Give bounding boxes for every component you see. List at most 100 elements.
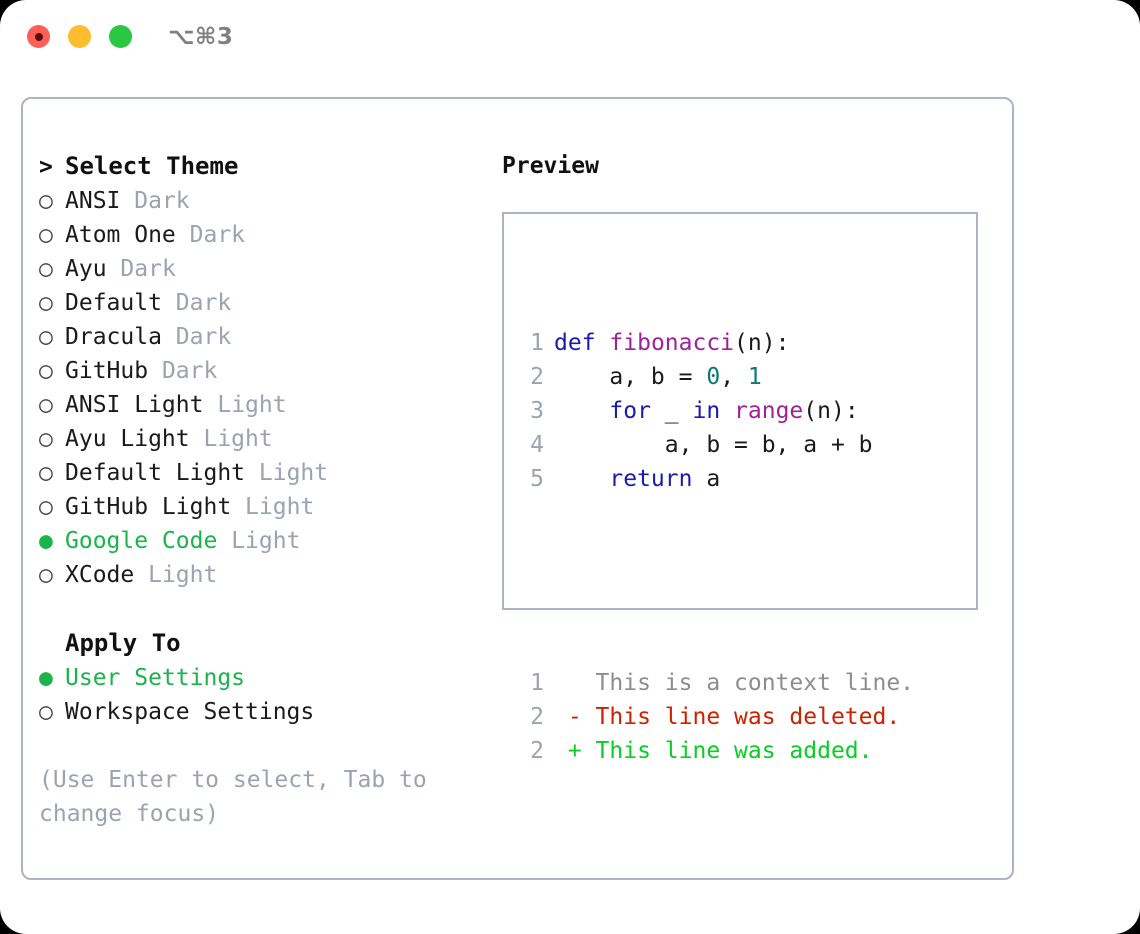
radio-unselected-icon: ○ [39,392,53,418]
theme-picker-heading-label: Select Theme [65,152,239,180]
code-token-num: 1 [747,364,762,390]
label-gap [162,286,176,320]
theme-list-item[interactable]: ○XCode Light [39,558,489,592]
theme-list-item[interactable]: ○ Default Dark [39,286,489,320]
apply-to-heading: ○ Apply To [39,626,489,661]
label-gap [148,354,162,388]
radio-unselected-icon: ○ [39,256,53,282]
radio-unselected-icon: ○ [39,460,53,486]
theme-variant-label: Light [245,494,315,520]
apply-to-label: Workspace Settings [65,699,315,725]
theme-variant-label: Light [203,426,273,452]
apply-to-item[interactable]: ○ Workspace Settings [39,695,489,729]
diff-line-text-del: - This line was deleted. [554,704,901,730]
theme-list-item[interactable]: ○ GitHub Dark [39,354,489,388]
theme-list: ○ANSI Dark○Atom One Dark○Ayu Dark○Defaul… [39,184,489,592]
window-controls [27,25,132,48]
diff-line: 1 This is a context line. [516,666,914,700]
radio-unselected-icon: ○ [39,358,53,384]
theme-list-item[interactable]: ○ANSI Light Light [39,388,489,422]
code-token-plain: _ [650,398,693,424]
close-button[interactable] [27,25,50,48]
theme-variant-label: Dark [175,290,232,316]
code-token-plain: a, b = b, a + b [554,432,873,458]
main-panel: > Select Theme ○ANSI Dark○Atom One Dark○… [21,97,1014,880]
diff-line: 2 + This line was added. [516,734,914,768]
theme-picker-column: > Select Theme ○ANSI Dark○Atom One Dark○… [39,149,489,831]
diff-line: 2 - This line was deleted. [516,700,914,734]
theme-name-label: Dracula [65,324,162,350]
theme-name-label: GitHub [65,358,149,384]
theme-variant-label: Dark [134,188,190,214]
apply-to-item[interactable]: ● User Settings [39,661,489,695]
radio-unselected-icon: ○ [39,188,53,214]
code-spacer [516,564,914,598]
apply-to-heading-label: Apply To [65,629,181,657]
code-token-plain [554,398,609,424]
code-line-number: 2 [530,364,544,390]
theme-list-item[interactable]: ○Ayu Light Light [39,422,489,456]
code-token-plain: a [692,466,721,492]
theme-name-label: Google Code [65,528,218,554]
label-gap [217,524,231,558]
radio-unselected-icon: ○ [39,324,53,350]
blank-marker: ○ [39,627,65,661]
code-token-kw: for [609,398,651,424]
apply-to-label: User Settings [65,665,246,691]
radio-unselected-icon: ○ [39,494,53,520]
section-spacer [39,592,489,626]
radio-unselected-icon: ○ [39,426,53,452]
radio-selected-icon: ● [39,665,53,691]
diff-line-number: 2 [530,738,544,764]
theme-name-label: ANSI [65,188,121,214]
diff-line-text-add: + This line was added. [554,738,873,764]
theme-name-label: Default [65,290,162,316]
keyboard-hint: (Use Enter to select, Tab to change focu… [39,767,427,827]
theme-variant-label: Dark [175,324,232,350]
code-token-kw: return [609,466,693,492]
theme-variant-label: Light [217,392,287,418]
maximize-button[interactable] [109,25,132,48]
theme-name-label: Default Light [65,460,246,486]
theme-variant-label: Dark [161,358,218,384]
diff-line-text-ctx: This is a context line. [554,670,915,696]
theme-name-label: GitHub Light [65,494,232,520]
code-token-plain: a, b = [554,364,707,390]
radio-unselected-icon: ○ [39,699,53,725]
apply-to-list: ● User Settings ○ Workspace Settings [39,661,489,729]
code-token-kw: in [692,398,721,424]
theme-list-item[interactable]: ○ Ayu Dark [39,252,489,286]
code-line: 5 return a [516,462,914,496]
diff-line-number: 2 [530,704,544,730]
theme-name-label: XCode [65,562,135,588]
radio-unselected-icon: ○ [39,290,53,316]
theme-list-item[interactable]: ●Google Code Light [39,524,489,558]
theme-picker-heading: > Select Theme [39,149,489,184]
theme-name-label: Ayu [65,256,107,282]
theme-list-item[interactable]: ○ Dracula Dark [39,320,489,354]
theme-list-item[interactable]: ○Default Light Light [39,456,489,490]
code-token-plain: , [720,364,748,390]
code-line: 2 a, b = 0, 1 [516,360,914,394]
theme-name-label: Atom One [65,222,176,248]
code-line: 3 for _ in range(n): [516,394,914,428]
theme-list-item[interactable]: ○Atom One Dark [39,218,489,252]
theme-list-item[interactable]: ○ GitHub Light Light [39,490,489,524]
minimize-button[interactable] [68,25,91,48]
code-line: 4 a, b = b, a + b [516,428,914,462]
code-token-kw: def [554,330,596,356]
code-token-plain [720,398,734,424]
label-gap [231,490,245,524]
label-gap [107,252,121,286]
diff-line-number: 1 [530,670,544,696]
theme-variant-label: Light [148,562,218,588]
theme-variant-label: Dark [120,256,176,282]
label-gap [203,388,217,422]
theme-list-item[interactable]: ○ ANSI Dark [39,184,489,218]
code-token-fn: range [734,398,804,424]
